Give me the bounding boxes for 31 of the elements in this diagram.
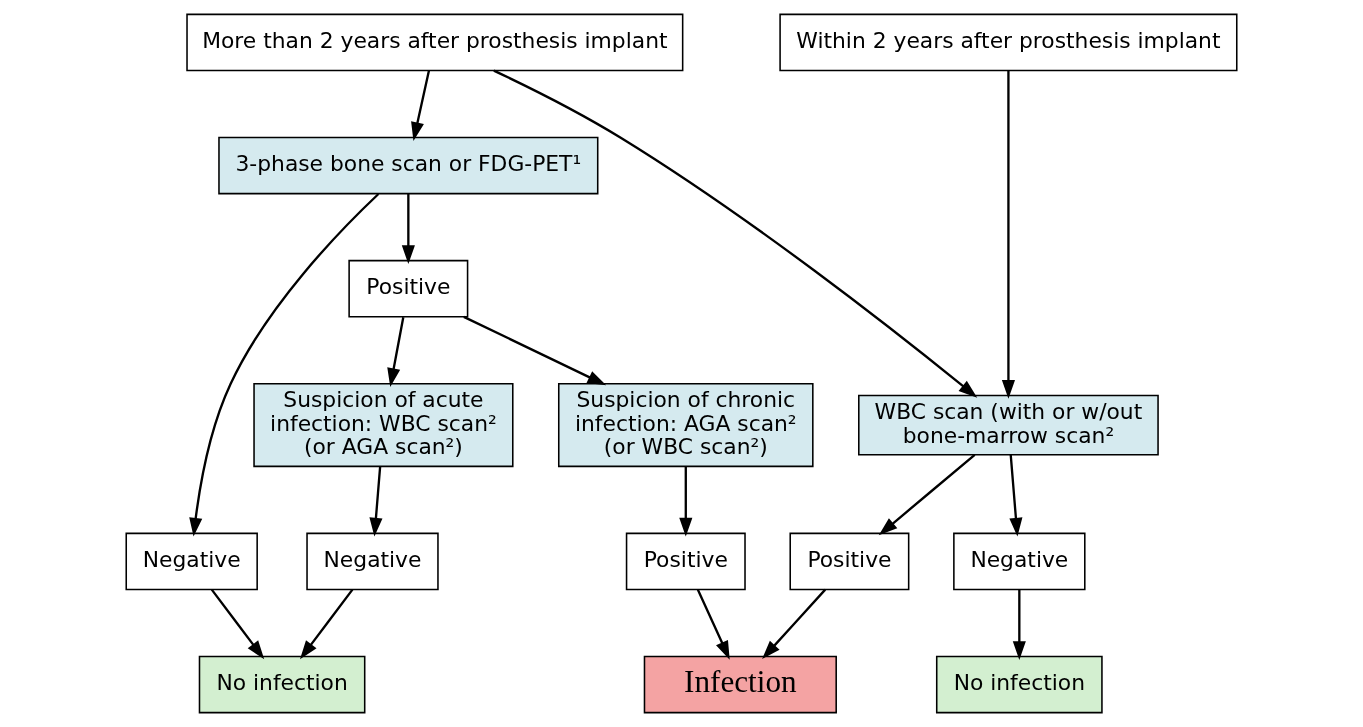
arrow (696, 589, 730, 660)
node-box: Suspicion of acute infection: WBC scan² (or AGA scan²) (253, 383, 514, 468)
arrow (387, 317, 405, 387)
arrow (493, 69, 978, 398)
arrow (1012, 589, 1026, 660)
node-box: Negative (306, 532, 439, 591)
node-box: Within 2 years after prosthesis implant (779, 13, 1238, 72)
node-box: WBC scan (with or w/out bone-marrow scan² (858, 394, 1159, 456)
node-box: Negative (953, 532, 1086, 591)
arrow (1009, 454, 1023, 537)
node-box: Suspicion of chronic infection: AGA scan² (or WBC scan²) (558, 383, 814, 468)
arrow (1001, 70, 1015, 399)
arrow (189, 193, 380, 537)
node-box: Positive (348, 259, 469, 318)
arrow (878, 454, 976, 536)
arrow (300, 588, 354, 660)
node-box: Infection (643, 655, 837, 714)
node-box: No infection (935, 655, 1103, 714)
node-box: 3-phase bone scan or FDG-PET¹ (218, 136, 599, 195)
arrow (463, 315, 607, 386)
arrow (411, 70, 431, 141)
arrow (210, 588, 265, 660)
arrow (401, 193, 415, 265)
node-box: Negative (125, 532, 258, 591)
arrow (679, 466, 693, 537)
node-box: More than 2 years after prosthesis implant (186, 13, 684, 72)
node-box: No infection (198, 655, 366, 714)
node-box: Positive (789, 532, 910, 591)
node-box: Positive (625, 532, 746, 591)
arrow (762, 588, 827, 660)
arrow (369, 466, 383, 537)
